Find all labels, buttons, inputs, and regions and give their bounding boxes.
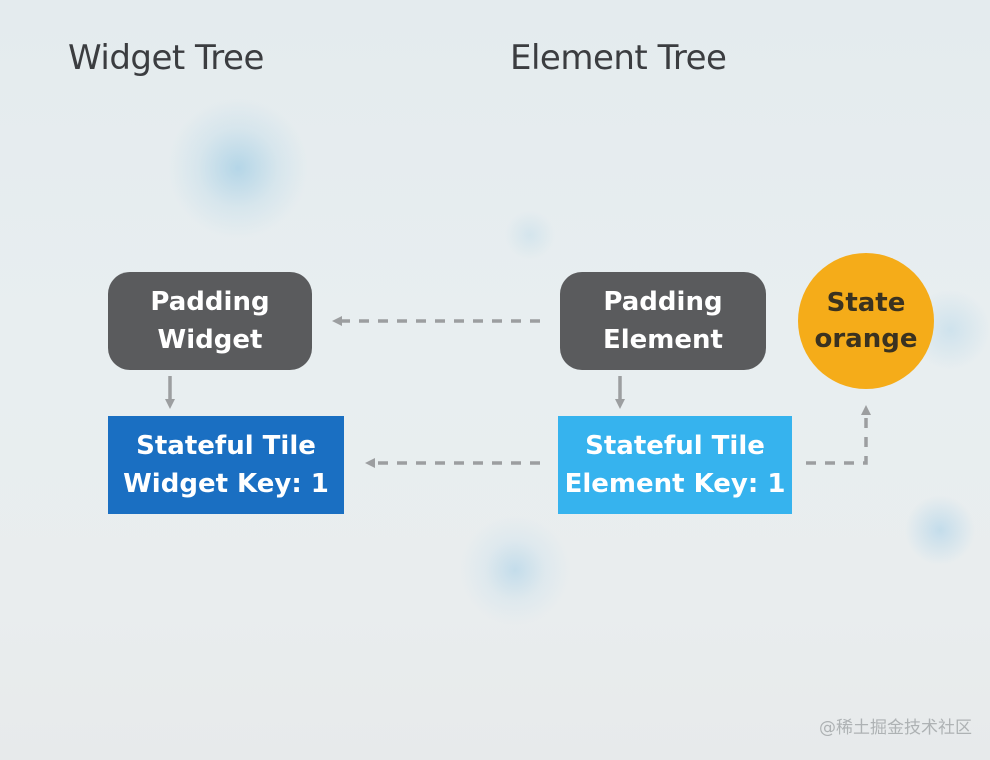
padding-element-line-1: Padding <box>603 287 723 317</box>
state-line-1: State <box>826 288 906 318</box>
widget-tree-heading: Widget Tree <box>68 38 264 78</box>
stateful-tile-widget-line-2: Widget Key: 1 <box>123 469 329 499</box>
padding-widget-node: Padding Widget <box>108 272 312 370</box>
stateful-tile-element-node: Stateful Tile Element Key: 1 <box>558 416 792 514</box>
padding-widget-line-2: Widget <box>157 325 263 355</box>
padding-element-node: Padding Element <box>560 272 766 370</box>
state-line-2: orange <box>814 324 918 354</box>
stateful-tile-widget-node: Stateful Tile Widget Key: 1 <box>108 416 344 514</box>
watermark: @稀土掘金技术社区 <box>819 718 972 738</box>
element-tree-heading: Element Tree <box>510 38 727 78</box>
element-to-state-dashed-arrow <box>806 405 871 465</box>
stateful-tile-widget-line-1: Stateful Tile <box>136 431 316 461</box>
stateful-tile-element-line-2: Element Key: 1 <box>564 469 786 499</box>
padding-widget-line-1: Padding <box>150 287 270 317</box>
stateful-tile-element-line-1: Stateful Tile <box>585 431 765 461</box>
state-orange-node: State orange <box>798 253 934 389</box>
padding-element-line-2: Element <box>603 325 723 355</box>
